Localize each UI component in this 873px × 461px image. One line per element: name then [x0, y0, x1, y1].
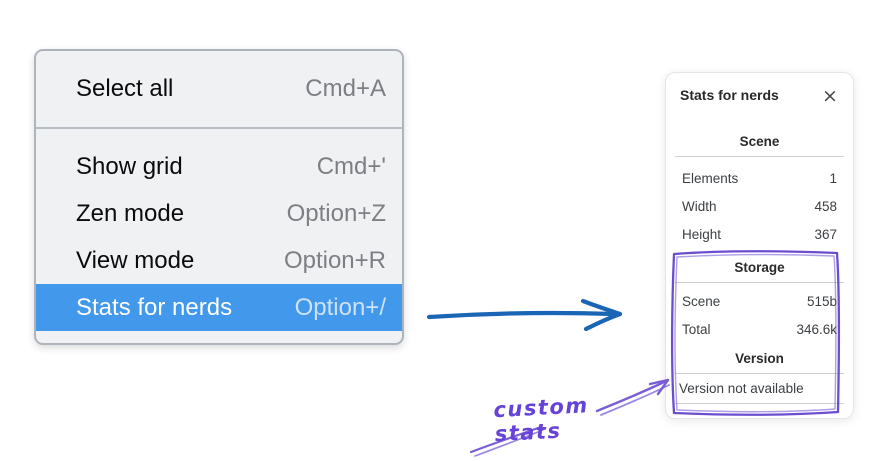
menu-item-label: View mode: [76, 246, 195, 274]
stat-label: Height: [682, 226, 722, 242]
stat-row-height: Height 367: [666, 220, 853, 248]
storage-rows: Scene 515b Total 346.6k: [666, 287, 853, 343]
context-menu: Select all Cmd+A Show grid Cmd+' Zen mod…: [34, 49, 404, 345]
version-note: Version not available: [679, 381, 804, 396]
stats-panel-header: Stats for nerds ×: [666, 73, 853, 105]
stat-label: Scene: [682, 293, 721, 309]
stat-row-scene-storage: Scene 515b: [666, 287, 853, 315]
divider: [675, 282, 844, 283]
stat-label: Width: [682, 198, 717, 214]
menu-item-shortcut: Cmd+A: [305, 75, 386, 102]
menu-item-view-mode[interactable]: View mode Option+R: [36, 237, 402, 284]
context-menu-section-bottom: Show grid Cmd+' Zen mode Option+Z View m…: [36, 129, 402, 343]
stats-panel: Stats for nerds × Scene Elements 1 Width…: [665, 72, 854, 419]
divider: [675, 373, 844, 374]
stat-row-total-storage: Total 346.6k: [666, 315, 853, 343]
custom-stats-annotation: custom stats: [492, 393, 590, 447]
menu-item-shortcut: Option+Z: [286, 199, 386, 227]
section-heading-scene: Scene: [739, 134, 780, 149]
menu-item-show-grid[interactable]: Show grid Cmd+': [36, 143, 402, 190]
stat-value: 367: [814, 226, 837, 242]
section-heading-version: Version: [735, 351, 784, 366]
stats-panel-title: Stats for nerds: [680, 87, 779, 103]
menu-item-select-all[interactable]: Select all Cmd+A: [36, 66, 402, 113]
annotation-swoosh: [469, 425, 544, 457]
stat-label: Elements: [682, 170, 739, 186]
menu-item-shortcut: Option+R: [283, 246, 386, 274]
stat-label: Total: [682, 321, 711, 337]
menu-item-zen-mode[interactable]: Zen mode Option+Z: [36, 190, 402, 237]
stat-value: 346.6k: [796, 321, 837, 337]
scene-rows: Elements 1 Width 458 Height 367: [666, 164, 853, 248]
divider: [675, 403, 844, 404]
stat-value: 515b: [806, 293, 837, 309]
menu-item-label: Show grid: [76, 152, 183, 180]
annotation-arrow-to-box: [595, 378, 670, 416]
divider: [675, 156, 844, 157]
menu-item-shortcut: Cmd+': [316, 152, 386, 180]
menu-item-label: Zen mode: [76, 199, 185, 227]
menu-separator: [36, 127, 402, 129]
stat-value: 1: [829, 170, 837, 186]
close-icon[interactable]: ×: [820, 86, 840, 106]
menu-item-shortcut: Option+/: [294, 293, 386, 321]
context-menu-section-top: Select all Cmd+A: [36, 51, 402, 127]
section-heading-storage: Storage: [734, 260, 785, 275]
stat-row-width: Width 458: [666, 192, 853, 220]
stat-value: 458: [814, 198, 837, 214]
menu-item-label: Select all: [76, 75, 174, 102]
blue-arrow: [426, 298, 623, 332]
menu-item-stats-for-nerds[interactable]: Stats for nerds Option+/: [36, 284, 402, 331]
stat-row-elements: Elements 1: [666, 164, 853, 192]
menu-item-label: Stats for nerds: [76, 293, 233, 321]
